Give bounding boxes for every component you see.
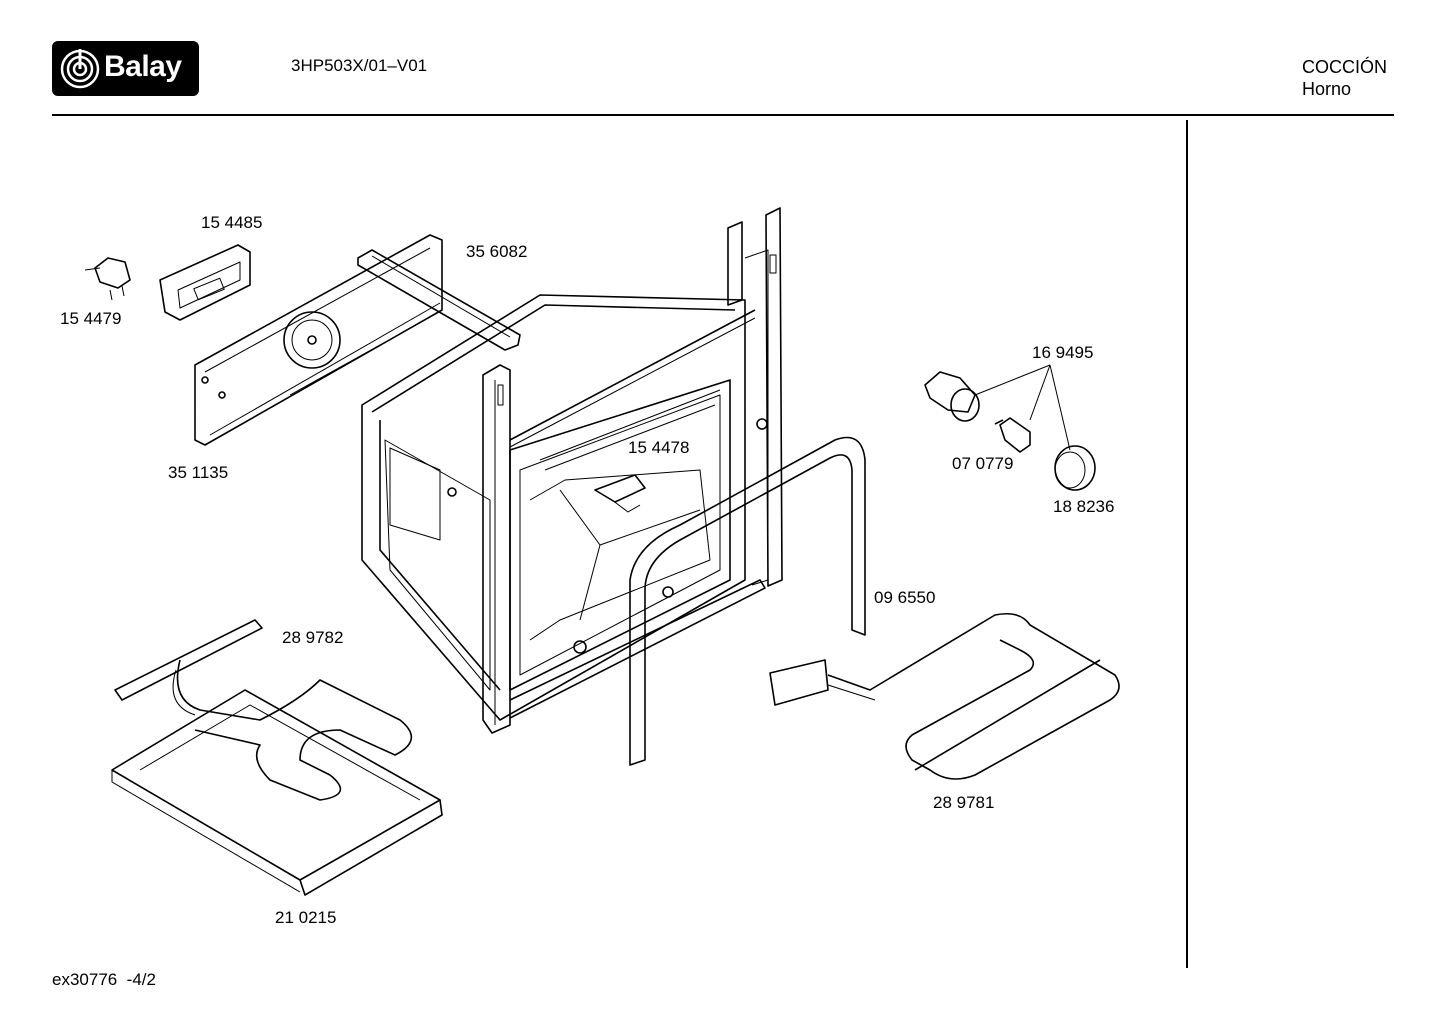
part-label-356082: 35 6082 [466,242,528,261]
balay-burner-icon [60,49,100,89]
lower-heating-element-drawing [114,619,413,801]
part-label-188236: 18 8236 [1053,497,1115,516]
lamp-bulb-drawing [994,417,1031,453]
part-label-289782: 28 9782 [282,628,344,647]
model-number: 3HP503X/01–V01 [291,56,428,75]
lamp-holder-drawing [924,364,1071,451]
connector-drawing [84,257,131,301]
rear-panel-drawing [194,234,443,446]
part-label-096550: 09 6550 [874,588,936,607]
category-label: COCCIÓN [1302,57,1387,77]
part-label-154478: 15 4478 [628,438,690,457]
document-code: ex30776 -4/2 [52,970,156,989]
part-label-210215: 21 0215 [275,908,337,927]
top-rail-drawing [357,249,521,351]
section-title: COCCIÓN Horno [1302,56,1387,100]
part-label-169495: 16 9495 [1032,343,1094,362]
part-label-070779: 07 0779 [952,454,1014,473]
brand-logo: Balay [52,41,199,96]
part-label-351135: 35 1135 [168,463,229,482]
header-divider [52,114,1394,116]
upper-heating-element-drawing [769,612,1120,780]
part-label-154485: 15 4485 [201,213,263,232]
light-bracket-drawing [594,474,646,513]
side-divider [1186,120,1188,968]
oven-cavity-drawing [361,294,768,721]
part-label-289781: 28 9781 [933,793,995,812]
bracket-drawing [159,244,251,321]
brand-name: Balay [104,50,182,83]
front-frame-drawing [482,207,783,734]
subcategory-label: Horno [1302,79,1352,99]
bottom-tray-drawing [111,689,443,896]
door-seal-drawing [629,436,866,766]
part-label-154479: 15 4479 [60,309,122,328]
lamp-cover-drawing [1054,445,1096,491]
